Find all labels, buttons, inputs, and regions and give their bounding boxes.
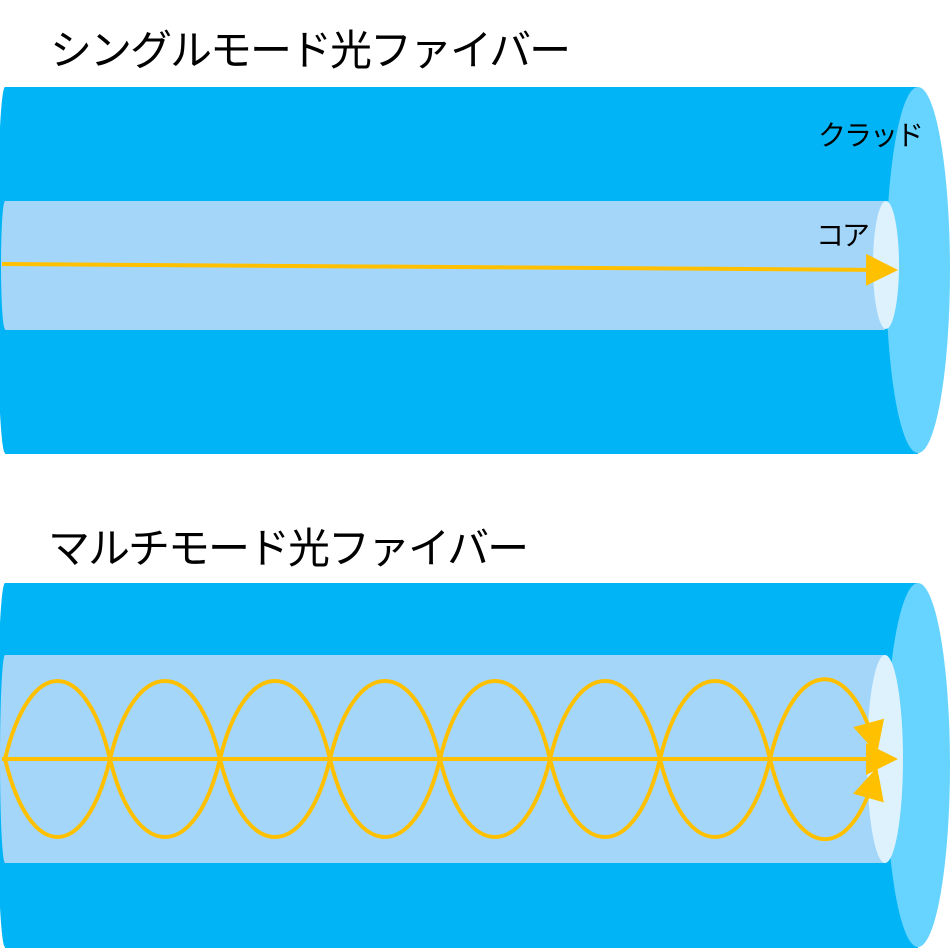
light-path-wave-b <box>108 679 884 841</box>
multi-mode-title: マルチモード光ファイバー <box>48 524 527 573</box>
multi-mode-fiber: マルチモード光ファイバー <box>0 524 950 948</box>
cladding-label: クラッド <box>818 119 922 152</box>
single-mode-fiber: シングルモード光ファイバー クラッド コア <box>0 26 950 454</box>
core-label: コア <box>816 219 869 252</box>
zigzag-light-paths <box>2 677 898 841</box>
light-path-wave-a <box>108 677 885 839</box>
single-mode-title: シングルモード光ファイバー <box>50 26 569 75</box>
light-path-upper-start <box>3 679 112 760</box>
light-path-lower-start <box>3 758 112 839</box>
cladding-end-face <box>886 87 950 453</box>
light-ray <box>1 253 898 286</box>
core-end-face <box>873 201 899 329</box>
cladding-end-face <box>886 583 950 947</box>
